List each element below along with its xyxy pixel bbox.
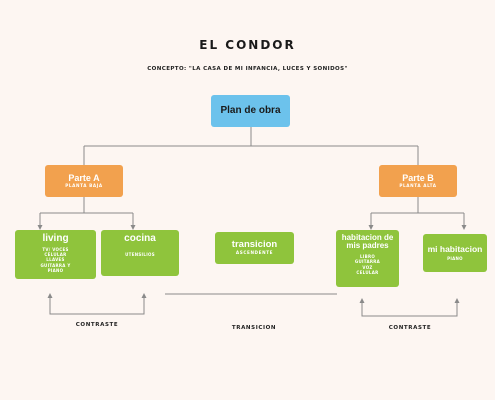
habitacion-padres-item: LIBRO: [359, 253, 376, 259]
living-item: PIANO: [47, 268, 64, 274]
part-a-sub: PLANTA BAJA: [65, 182, 103, 188]
habitacion-padres-item: CELULAR: [356, 269, 379, 275]
transicion-label: transicion: [231, 239, 278, 251]
transicion-bottom-label: TRANSICION: [231, 325, 277, 331]
part-b-node: Parte B PLANTA ALTA: [379, 165, 457, 197]
contraste-left-arrow-a: [47, 293, 53, 298]
living-item: GUITARRA Y: [40, 262, 71, 268]
contraste-right-bracket: [361, 301, 458, 317]
contraste-right-arrow-b: [454, 298, 460, 303]
contraste-right-arrow-a: [359, 298, 365, 303]
concept-subtitle: CONCEPTO: "LA CASA DE MI INFANCIA, LUCES…: [147, 66, 348, 72]
mi-habitacion-arrow: [461, 225, 467, 230]
part-a-label: Parte A: [68, 172, 100, 183]
mi-habitacion-item: PIANO: [447, 255, 463, 261]
habitacion-padres-items: LIBRO GUITARRA VOZ CELULAR: [355, 254, 380, 276]
living-node: living TV/ VOCES CELULAR LLAVES GUITARRA…: [15, 230, 96, 279]
living-items: TV/ VOCES CELULAR LLAVES GUITARRA Y PIAN…: [40, 247, 70, 274]
living-label: living: [42, 233, 69, 244]
cocina-arrow: [130, 225, 136, 230]
contraste-right-label: CONTRASTE: [388, 325, 432, 331]
habitacion-padres-item: GUITARRA: [354, 259, 381, 265]
living-arrow: [37, 225, 43, 230]
part-b-label: Parte B: [402, 172, 434, 183]
mi-habitacion-node: mi habitacion PIANO: [423, 234, 487, 272]
root-node-label: Plan de obra: [220, 104, 281, 116]
habitacion-padres-label: habitacion de mis padres: [341, 233, 394, 251]
contraste-left-label: CONTRASTE: [75, 322, 119, 328]
living-item: TV/ VOCES: [42, 246, 69, 252]
living-item: LLAVES: [46, 257, 65, 263]
habitacion-padres-node: habitacion de mis padres LIBRO GUITARRA …: [336, 230, 399, 287]
mi-habitacion-items: PIANO: [447, 256, 463, 261]
transicion-sub: ASCENDENTE: [235, 250, 274, 256]
part-b-sub: PLANTA ALTA: [399, 182, 437, 188]
root-node: Plan de obra: [211, 95, 290, 127]
cocina-item: UTENSILIOS: [125, 251, 155, 257]
habitacion-padres-arrow: [368, 225, 374, 230]
contraste-left-arrow-b: [141, 293, 147, 298]
habitacion-padres-item: VOZ: [362, 264, 373, 270]
cocina-label: cocina: [124, 233, 156, 244]
diagram-title: EL CONDOR: [199, 38, 296, 52]
mi-habitacion-label: mi habitacion: [427, 243, 483, 254]
contraste-left-bracket: [49, 296, 145, 315]
transicion-node: transicion ASCENDENTE: [215, 232, 294, 264]
cocina-items: UTENSILIOS: [125, 252, 155, 257]
cocina-node: cocina UTENSILIOS: [101, 230, 179, 276]
part-a-node: Parte A PLANTA BAJA: [45, 165, 123, 197]
living-item: CELULAR: [44, 251, 67, 257]
